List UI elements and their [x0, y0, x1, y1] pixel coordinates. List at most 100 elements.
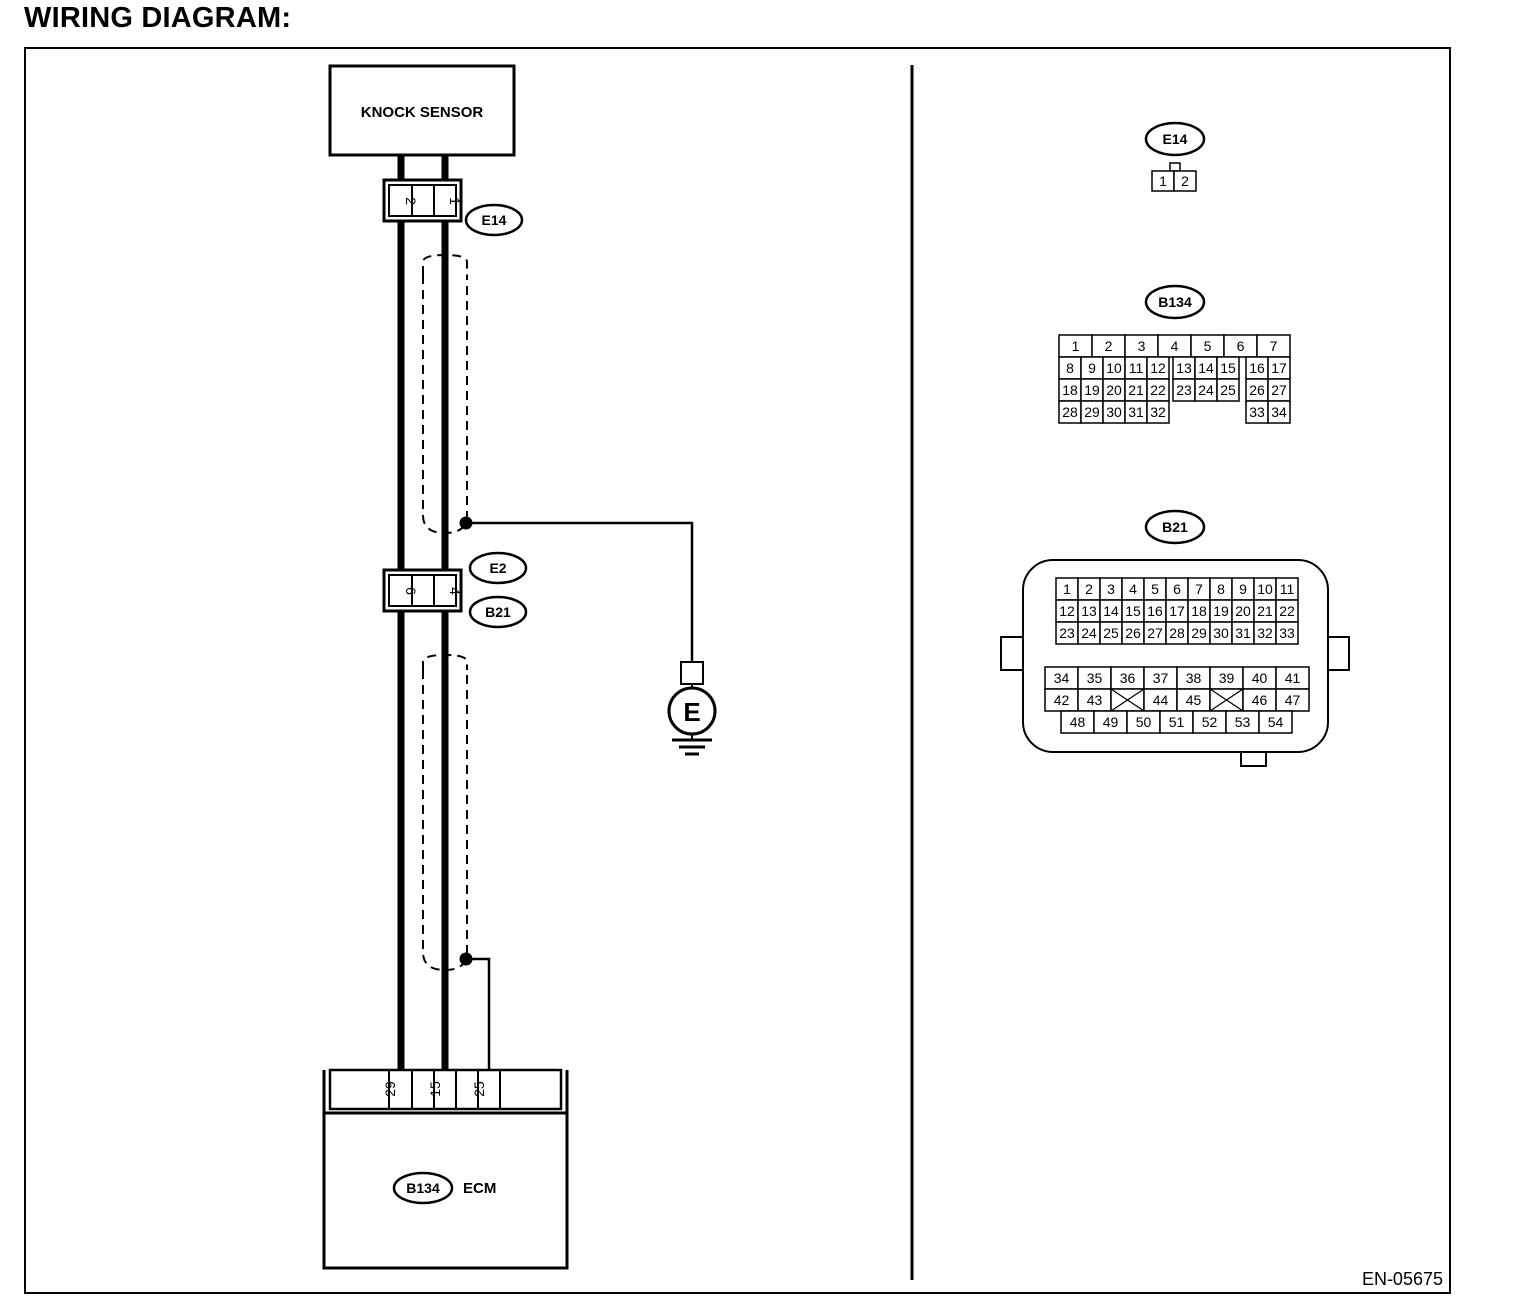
b21-pin: 52 [1192, 710, 1227, 734]
svg-text:1: 1 [1159, 173, 1167, 189]
b134-pin: 27 [1267, 378, 1291, 402]
svg-text:23: 23 [1059, 625, 1075, 641]
svg-text:24: 24 [1081, 625, 1097, 641]
b134-pin: 6 [1223, 334, 1258, 358]
svg-text:24: 24 [1198, 382, 1214, 398]
b21-pin: 40 [1242, 666, 1277, 690]
b21-pin: 15 [1121, 599, 1145, 623]
connector-b21-harness [382, 568, 463, 613]
ground-icon [672, 738, 712, 756]
pin-ecm-25: 25 [471, 1081, 487, 1097]
b134-pin: 17 [1267, 356, 1291, 380]
svg-text:14: 14 [1198, 360, 1214, 376]
svg-text:5: 5 [1151, 581, 1159, 597]
b21-pin: 51 [1159, 710, 1194, 734]
b21-pin: 50 [1126, 710, 1161, 734]
b21-pin [1110, 688, 1145, 712]
ground-label: E [683, 697, 700, 727]
svg-text:40: 40 [1252, 670, 1268, 686]
b21-pin: 25 [1099, 621, 1123, 645]
b21-pin: 46 [1242, 688, 1277, 712]
b21-pin: 21 [1253, 599, 1277, 623]
b21-pin: 35 [1077, 666, 1112, 690]
svg-text:23: 23 [1176, 382, 1192, 398]
svg-text:31: 31 [1235, 625, 1251, 641]
b21-pin: 1 [1055, 577, 1079, 601]
svg-text:8: 8 [1066, 360, 1074, 376]
b134-pin: 14 [1194, 356, 1218, 380]
svg-text:21: 21 [1257, 603, 1273, 619]
b21-pin: 26 [1121, 621, 1145, 645]
svg-text:19: 19 [1213, 603, 1229, 619]
svg-text:5: 5 [1204, 338, 1212, 354]
b21-pin: 27 [1143, 621, 1167, 645]
pin-e14-1: 1 [447, 197, 463, 205]
b21-pin: 11 [1275, 577, 1299, 601]
b21-pin: 33 [1275, 621, 1299, 645]
svg-text:32: 32 [1257, 625, 1273, 641]
svg-text:2: 2 [1105, 338, 1113, 354]
svg-text:26: 26 [1249, 382, 1265, 398]
knock-sensor-label: KNOCK SENSOR [361, 104, 484, 121]
b21-pin: 22 [1275, 599, 1299, 623]
b134-pin: 18 [1058, 378, 1082, 402]
svg-text:44: 44 [1153, 692, 1169, 708]
b21-pin: 31 [1231, 621, 1255, 645]
svg-text:53: 53 [1235, 714, 1251, 730]
b21-pin: 41 [1275, 666, 1310, 690]
svg-text:27: 27 [1271, 382, 1287, 398]
svg-text:13: 13 [1081, 603, 1097, 619]
svg-text:26: 26 [1125, 625, 1141, 641]
svg-text:11: 11 [1129, 360, 1144, 376]
svg-text:17: 17 [1271, 360, 1287, 376]
svg-text:30: 30 [1106, 404, 1122, 420]
b134-pin: 22 [1146, 378, 1170, 402]
b21-pin: 18 [1187, 599, 1211, 623]
svg-text:30: 30 [1213, 625, 1229, 641]
b21-pin: 47 [1275, 688, 1310, 712]
b21-pin: 38 [1176, 666, 1211, 690]
b134-pin: 25 [1216, 378, 1240, 402]
b21-pin: 37 [1143, 666, 1178, 690]
b134-pin: 19 [1080, 378, 1104, 402]
tag-e2 [468, 551, 528, 585]
b134-pin: 3 [1124, 334, 1159, 358]
b134-pin: 12 [1146, 356, 1170, 380]
svg-text:3: 3 [1138, 338, 1146, 354]
svg-text:29: 29 [1084, 404, 1100, 420]
svg-text:32: 32 [1150, 404, 1166, 420]
b21-pin: 13 [1077, 599, 1101, 623]
ecm-label: ECM [463, 1180, 496, 1197]
figure-id: EN-05675 [1362, 1269, 1443, 1289]
b21-pin: 14 [1099, 599, 1123, 623]
b21-pin: 17 [1165, 599, 1189, 623]
b134-pin: 9 [1080, 356, 1104, 380]
svg-text:50: 50 [1136, 714, 1152, 730]
svg-text:10: 10 [1257, 581, 1273, 597]
b134-pin: 33 [1245, 400, 1269, 424]
tag-e14-label: E14 [482, 212, 507, 228]
svg-text:7: 7 [1270, 338, 1278, 354]
view-tag-e14-label: E14 [1163, 131, 1188, 147]
b134-pin: 32 [1146, 400, 1170, 424]
svg-text:48: 48 [1070, 714, 1086, 730]
b21-pin: 43 [1077, 688, 1112, 712]
b134-pin: 1 [1058, 334, 1093, 358]
view-tag-b21-label: B21 [1162, 519, 1188, 535]
b21-pin: 28 [1165, 621, 1189, 645]
b134-pin: 23 [1172, 378, 1196, 402]
svg-text:12: 12 [1059, 603, 1075, 619]
pin-e14-2: 2 [403, 197, 419, 205]
b21-pin: 20 [1231, 599, 1255, 623]
svg-text:7: 7 [1195, 581, 1203, 597]
b134-pin: 5 [1190, 334, 1225, 358]
pin-b21-4: 4 [447, 587, 463, 595]
e14-pin: 1 [1151, 170, 1175, 192]
b21-pin: 9 [1231, 577, 1255, 601]
svg-text:52: 52 [1202, 714, 1218, 730]
svg-text:28: 28 [1062, 404, 1078, 420]
svg-text:41: 41 [1285, 670, 1301, 686]
b134-pin: 20 [1102, 378, 1126, 402]
